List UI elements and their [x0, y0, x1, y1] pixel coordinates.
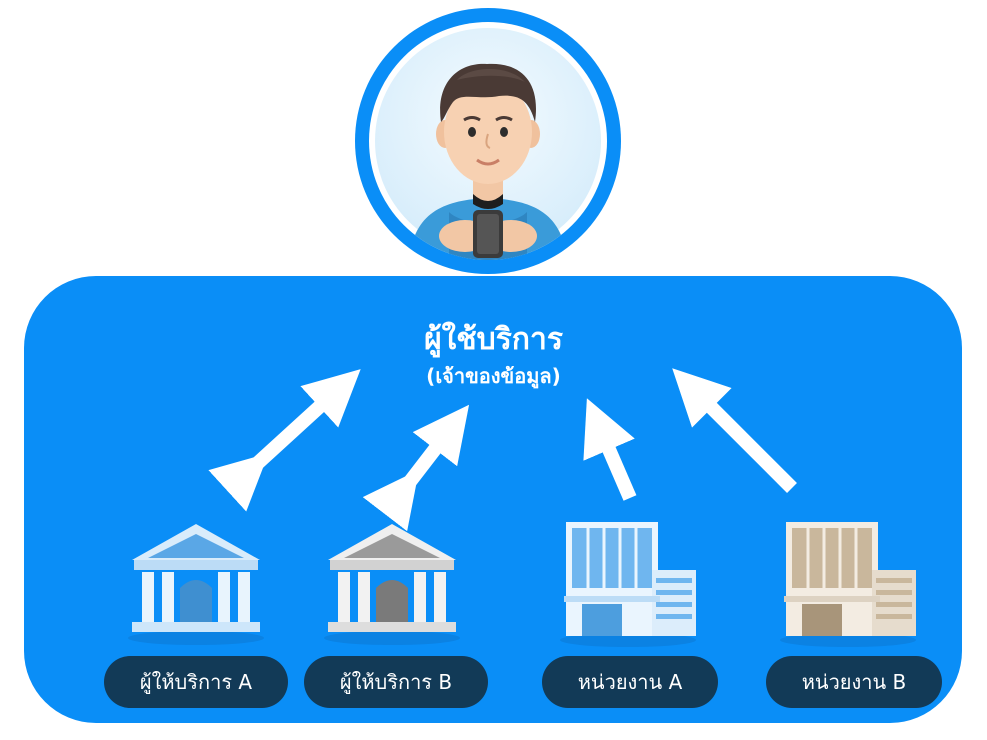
bank-a	[126, 520, 266, 649]
label-provider-b: ผู้ให้บริการ B	[304, 656, 488, 708]
arrow-provider-a	[208, 369, 361, 512]
user-subtitle: (เจ้าของข้อมูล)	[426, 364, 561, 388]
bank-icon	[128, 524, 264, 645]
arrow-agency-b	[672, 368, 797, 493]
office-a	[556, 512, 706, 651]
arrow-provider-b	[362, 404, 470, 532]
user-avatar	[355, 8, 621, 274]
office-b	[776, 512, 926, 651]
person-with-phone-icon	[409, 63, 567, 260]
bank-icon	[324, 524, 460, 645]
label-provider-a: ผู้ให้บริการ A	[104, 656, 288, 708]
label-agency-b: หน่วยงาน B	[766, 656, 942, 708]
office-building-icon	[560, 522, 696, 647]
arrow-agency-a	[583, 398, 637, 501]
bank-b	[322, 520, 462, 649]
user-title: ผู้ใช้บริการ	[424, 322, 563, 357]
label-agency-a: หน่วยงาน A	[542, 656, 718, 708]
office-building-icon	[780, 522, 916, 647]
diagram-panel	[24, 276, 962, 723]
